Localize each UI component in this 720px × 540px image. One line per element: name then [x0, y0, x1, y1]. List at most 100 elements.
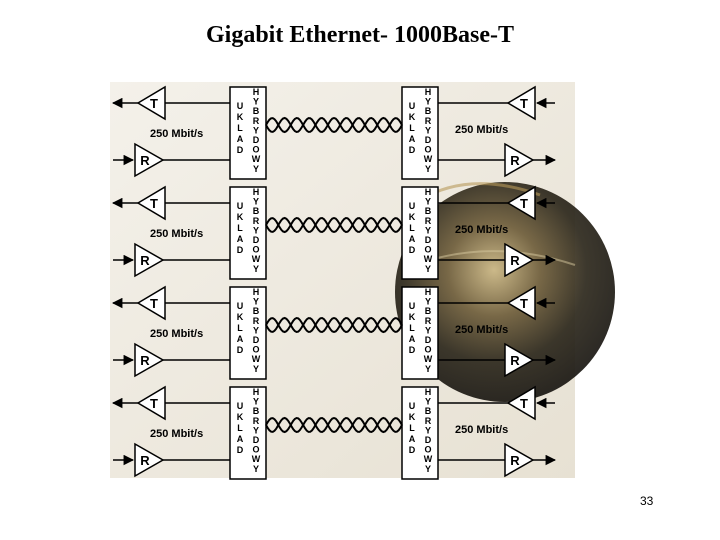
hybrid-letter: Y	[253, 425, 259, 435]
hybrid-letter: U	[237, 401, 244, 411]
hybrid-letter: U	[409, 101, 416, 111]
hybrid-letter: D	[425, 235, 432, 245]
hybrid-letter: K	[237, 412, 244, 422]
hybrid-letter: Y	[253, 125, 259, 135]
transmitter-label: T	[150, 96, 158, 111]
transmitter-label: T	[150, 296, 158, 311]
hybrid-letter: K	[409, 212, 416, 222]
hybrid-box-left	[229, 186, 267, 280]
receiver-label: R	[510, 453, 520, 468]
transmitter-label: T	[150, 396, 158, 411]
hybrid-letter: A	[237, 134, 244, 144]
hybrid-letter: D	[253, 335, 260, 345]
hybrid-letter: H	[253, 87, 260, 97]
hybrid-letter: L	[237, 223, 243, 233]
hybrid-letter: H	[425, 387, 432, 397]
transmitter-triangle	[506, 285, 536, 321]
receiver-label: R	[140, 353, 150, 368]
hybrid-letter: K	[237, 312, 244, 322]
hybrid-letter: D	[253, 235, 260, 245]
hybrid-letter: L	[409, 123, 415, 133]
hybrid-letter: L	[237, 323, 243, 333]
hybrid-letter: A	[409, 234, 416, 244]
hybrid-letter: O	[424, 245, 431, 255]
hybrid-letter: A	[409, 334, 416, 344]
twisted-pair-wire	[265, 416, 403, 434]
hybrid-letter: U	[237, 201, 244, 211]
hybrid-box-left	[229, 386, 267, 480]
receiver-label: R	[140, 453, 150, 468]
twisted-pair-wire	[265, 316, 403, 334]
rate-label: 250 Mbit/s	[455, 124, 508, 136]
receiver-label: R	[140, 253, 150, 268]
hybrid-letter: B	[425, 306, 432, 316]
hybrid-letter: L	[409, 323, 415, 333]
hybrid-letter: D	[237, 345, 244, 355]
rate-label: 250 Mbit/s	[150, 128, 203, 140]
hybrid-letter: U	[409, 201, 416, 211]
transmitter-triangle	[506, 385, 536, 421]
hybrid-letter: R	[253, 116, 260, 126]
receiver-triangle	[134, 342, 165, 378]
hybrid-letter: D	[409, 345, 416, 355]
hybrid-letter: D	[253, 135, 260, 145]
twisted-pair-wire	[265, 216, 403, 234]
hybrid-letter: O	[424, 345, 431, 355]
hybrid-letter: L	[237, 423, 243, 433]
hybrid-box-right	[401, 286, 439, 380]
hybrid-letter: U	[237, 101, 244, 111]
hybrid-letter: D	[237, 245, 244, 255]
hybrid-letter: O	[424, 445, 431, 455]
hybrid-letter: H	[253, 187, 260, 197]
rate-label: 250 Mbit/s	[455, 324, 508, 336]
rate-label: 250 Mbit/s	[455, 224, 508, 236]
hybrid-letter: U	[237, 301, 244, 311]
hybrid-letter: W	[424, 154, 433, 164]
receiver-triangle	[134, 442, 165, 478]
hybrid-letter: B	[253, 406, 260, 416]
hybrid-letter: A	[409, 134, 416, 144]
hybrid-letter: B	[253, 106, 260, 116]
receiver-label: R	[510, 353, 520, 368]
twisted-pair-wire	[265, 316, 403, 334]
hybrid-letter: Y	[253, 164, 259, 174]
hybrid-box-left	[229, 286, 267, 380]
receiver-triangle	[134, 142, 165, 178]
hybrid-letter: Y	[253, 364, 259, 374]
hybrid-letter: H	[253, 387, 260, 397]
hybrid-letter: U	[409, 301, 416, 311]
transmitter-triangle	[506, 185, 536, 221]
hybrid-letter: Y	[253, 197, 259, 207]
hybrid-letter: B	[253, 206, 260, 216]
hybrid-letter: A	[409, 434, 416, 444]
hybrid-letter: D	[409, 145, 416, 155]
receiver-label: R	[510, 153, 520, 168]
hybrid-letter: D	[425, 135, 432, 145]
transmitter-label: T	[150, 196, 158, 211]
hybrid-letter: R	[425, 316, 432, 326]
hybrid-letter: W	[424, 354, 433, 364]
hybrid-letter: B	[425, 206, 432, 216]
hybrid-letter: R	[253, 216, 260, 226]
hybrid-letter: Y	[425, 225, 431, 235]
rate-label: 250 Mbit/s	[150, 228, 203, 240]
hybrid-letter: W	[252, 454, 261, 464]
hybrid-letter: H	[425, 87, 432, 97]
hybrid-letter: H	[425, 287, 432, 297]
transmitter-label: T	[520, 96, 528, 111]
hybrid-letter: Y	[425, 164, 431, 174]
transmitter-label: T	[520, 196, 528, 211]
hybrid-letter: D	[237, 445, 244, 455]
receiver-label: R	[510, 253, 520, 268]
hybrid-letter: B	[253, 306, 260, 316]
hybrid-letter: W	[424, 254, 433, 264]
hybrid-letter: R	[253, 316, 260, 326]
hybrid-box-right	[401, 386, 439, 480]
hybrid-letter: D	[409, 245, 416, 255]
hybrid-letter: D	[237, 145, 244, 155]
hybrid-letter: L	[409, 223, 415, 233]
